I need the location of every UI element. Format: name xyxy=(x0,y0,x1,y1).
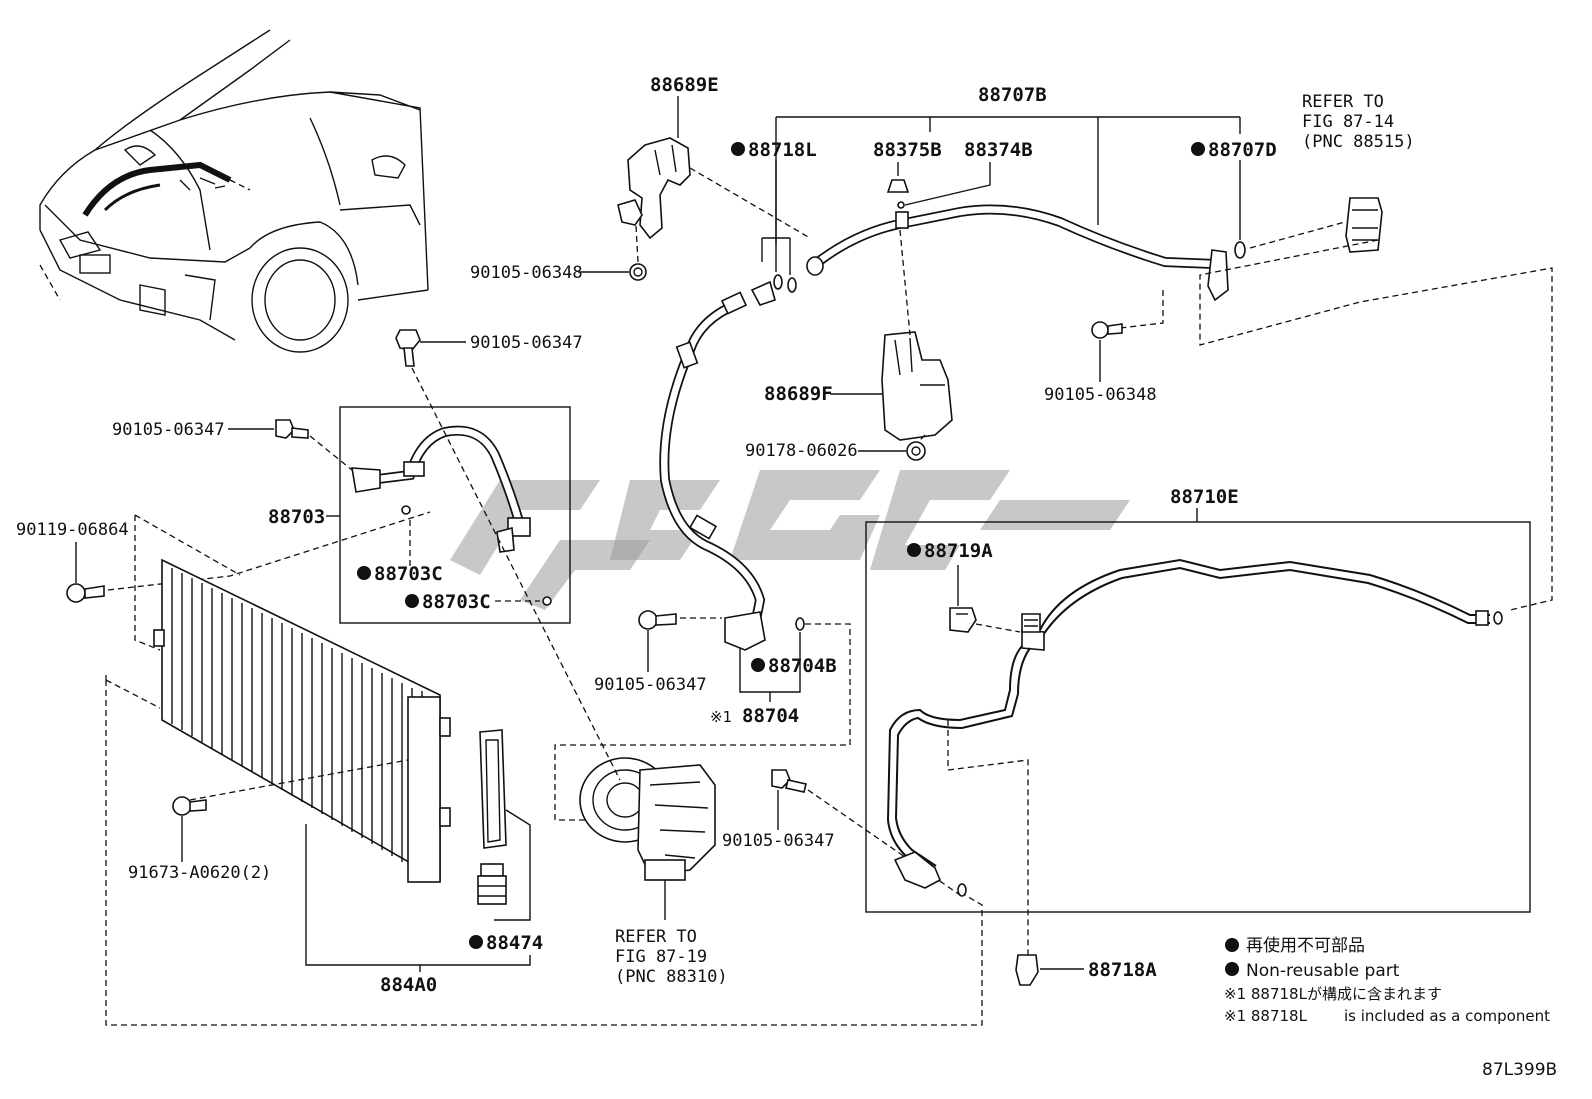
label-90105-06347-top: 90105-06347 xyxy=(470,333,583,353)
label-88703C-a: 88703C xyxy=(374,563,443,585)
pressure-sensor-88719A[interactable] xyxy=(949,607,977,633)
label-88710E: 88710E xyxy=(1170,486,1239,508)
nut-90178-06026[interactable] xyxy=(906,441,926,461)
bolt-90105-06348-top[interactable] xyxy=(629,263,647,281)
o-ring-88710E-bottom[interactable] xyxy=(957,883,967,897)
clip-88718L[interactable] xyxy=(750,280,776,306)
nonreusable-mark-88703C-a xyxy=(357,566,371,580)
refer-bottom-line2: FIG 87-19 xyxy=(615,947,707,967)
nonreusable-mark-88704B xyxy=(751,658,765,672)
pipe-88710E[interactable] xyxy=(886,558,1490,889)
legend-note-en-mark: ※1 88718L xyxy=(1224,1007,1308,1025)
bracket-88689E[interactable] xyxy=(617,137,691,240)
service-cap-88718A[interactable] xyxy=(1015,954,1039,986)
legend-bullet-jp xyxy=(1225,938,1239,952)
label-88704B: 88704B xyxy=(768,655,837,677)
refer-top-line1: REFER TO xyxy=(1302,92,1384,112)
nonreusable-mark-88707D xyxy=(1191,142,1205,156)
label-88707D: 88707D xyxy=(1208,139,1277,161)
o-ring-88703C-a[interactable] xyxy=(401,505,411,515)
label-88474: 88474 xyxy=(486,932,543,954)
hose-88703[interactable] xyxy=(351,425,531,553)
label-90105-06347-low: 90105-06347 xyxy=(722,831,835,851)
legend-nonreusable-en: Non-reusable part xyxy=(1246,961,1400,981)
bolt-90105-06348-right[interactable] xyxy=(1091,321,1123,339)
condenser-884A0[interactable] xyxy=(153,558,451,883)
legend-bullet-en xyxy=(1225,962,1239,976)
diagram-code: 87L399B xyxy=(1482,1060,1557,1080)
o-ring-88707D[interactable] xyxy=(1234,241,1246,259)
label-88703: 88703 xyxy=(268,506,325,528)
label-88718L: 88718L xyxy=(748,139,817,161)
o-ring-88710E-end[interactable] xyxy=(1493,611,1503,625)
o-ring-88704B[interactable] xyxy=(795,617,805,631)
label-88704-mark: ※1 xyxy=(710,708,732,726)
label-91673-A0620: 91673-A0620(2) xyxy=(128,863,271,883)
expansion-valve-ref[interactable] xyxy=(1345,197,1383,253)
label-90178-06026: 90178-06026 xyxy=(745,441,858,461)
desiccant-plug-88474[interactable] xyxy=(477,863,507,905)
label-90105-06347-mid: 90105-06347 xyxy=(594,675,707,695)
o-ring-88703C-b[interactable] xyxy=(542,596,552,606)
nonreusable-mark-88718L xyxy=(731,142,745,156)
nonreusable-mark-88703C-b xyxy=(405,594,419,608)
label-88689E: 88689E xyxy=(650,74,719,96)
bolt-90105-06347-mid[interactable] xyxy=(638,610,677,630)
label-884A0: 884A0 xyxy=(380,974,437,996)
o-ring-88718L-b[interactable] xyxy=(787,277,797,293)
refer-top-line3: (PNC 88515) xyxy=(1302,132,1415,152)
nonreusable-mark-88474 xyxy=(469,935,483,949)
pipe-88707B[interactable] xyxy=(806,204,1229,302)
label-88703C-b: 88703C xyxy=(422,591,491,613)
refer-bottom-line1: REFER TO xyxy=(615,927,697,947)
dryer-gasket[interactable] xyxy=(479,729,507,849)
watermark-logo xyxy=(450,470,1130,610)
bolt-90119-06864[interactable] xyxy=(66,583,105,603)
label-88704: 88704 xyxy=(742,705,799,727)
refer-bottom-line3: (PNC 88310) xyxy=(615,967,728,987)
cap-88375B[interactable] xyxy=(886,179,910,193)
bolt-90105-06347-top[interactable] xyxy=(395,329,421,367)
nonreusable-mark-88719A xyxy=(907,543,921,557)
label-88689F: 88689F xyxy=(764,383,833,405)
pressure-switch-fitting[interactable] xyxy=(1021,613,1041,633)
label-88375B: 88375B xyxy=(873,139,942,161)
bolt-91673-A0620[interactable] xyxy=(172,796,207,816)
o-ring-88718L-a[interactable] xyxy=(773,274,783,290)
bolt-90105-06347-left[interactable] xyxy=(275,419,309,439)
label-88719A: 88719A xyxy=(924,540,993,562)
legend-nonreusable-jp: 再使用不可部品 xyxy=(1246,935,1365,956)
label-88374B: 88374B xyxy=(964,139,1033,161)
valve-core-88374B[interactable] xyxy=(897,201,905,209)
label-90105-06348-top: 90105-06348 xyxy=(470,263,583,283)
hose-88704[interactable] xyxy=(659,291,766,651)
legend-note-jp: ※1 88718Lが構成に含まれます xyxy=(1224,985,1442,1003)
dash-88689E-pipe xyxy=(689,167,811,239)
label-90105-06347-left: 90105-06347 xyxy=(112,420,225,440)
label-90105-06348-right: 90105-06348 xyxy=(1044,385,1157,405)
refer-top-line2: FIG 87-14 xyxy=(1302,112,1394,132)
vehicle-front-illustration xyxy=(39,29,429,353)
box-88710E xyxy=(865,521,1531,913)
bolt-90105-06347-low[interactable] xyxy=(771,769,807,793)
bracket-88689F[interactable] xyxy=(881,331,953,441)
legend-note-en-text: is included as a component xyxy=(1344,1007,1550,1025)
label-88718A: 88718A xyxy=(1088,959,1157,981)
compressor-ref[interactable] xyxy=(579,757,716,881)
label-88707B: 88707B xyxy=(978,84,1047,106)
label-90119-06864: 90119-06864 xyxy=(16,520,129,540)
box-88703 xyxy=(339,406,571,624)
